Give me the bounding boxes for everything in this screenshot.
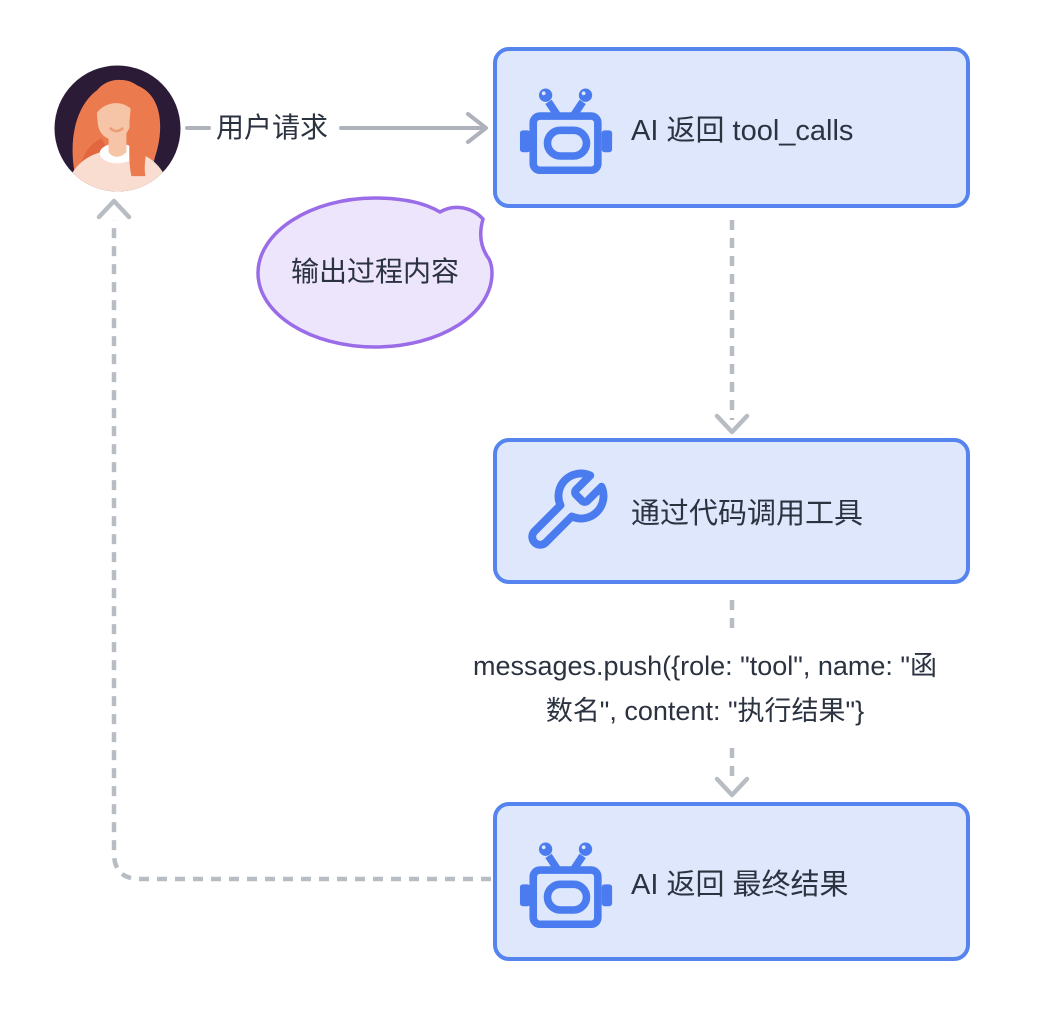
arrowhead-down-icon	[714, 413, 750, 435]
arrowhead-up-icon	[96, 198, 132, 220]
speech-bubble-label: 输出过程内容	[290, 256, 459, 287]
robot-icon	[517, 79, 615, 177]
dashed-arrow-annotation-box3	[714, 748, 750, 798]
wrench-icon	[517, 462, 615, 560]
user-request-label: 用户请求	[215, 112, 328, 143]
woman-avatar-icon	[54, 65, 181, 192]
robot-icon	[517, 833, 615, 931]
arrowhead-right-icon	[466, 112, 488, 144]
node-label: AI 返回 tool_calls	[631, 114, 854, 147]
node-call-tools: 通过代码调用工具	[493, 438, 970, 584]
arrowhead-down-icon	[714, 776, 750, 798]
node-ai-final-result: AI 返回 最终结果	[493, 802, 970, 961]
node-label: 通过代码调用工具	[631, 498, 864, 530]
node-ai-tool-calls: AI 返回 tool_calls	[493, 47, 970, 208]
code-annotation-line: 数名", content: "执行结果"}	[545, 696, 865, 726]
dashed-return-path	[96, 198, 491, 882]
user-request-arrow	[185, 112, 488, 144]
speech-bubble-shape	[256, 196, 494, 349]
code-annotation: messages.push({role: "tool", name: "函 数名…	[443, 644, 967, 734]
node-label: AI 返回 最终结果	[631, 868, 849, 901]
dashed-arrow-box1-box2	[714, 220, 750, 435]
code-annotation-line: messages.push({role: "tool", name: "函	[473, 651, 937, 681]
user-avatar	[54, 65, 181, 192]
